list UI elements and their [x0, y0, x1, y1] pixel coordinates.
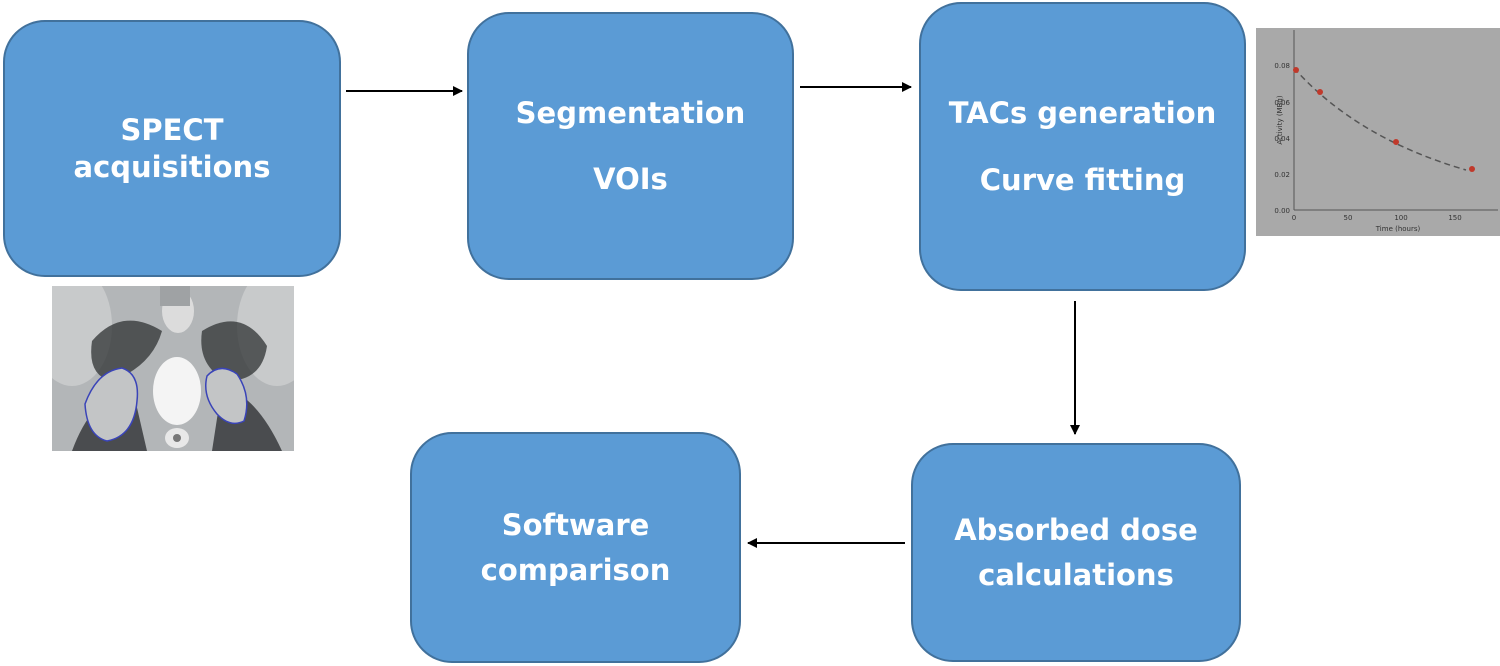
activity-curve-plot: 0.00 0.02 0.04 0.06 0.08 0 50 100 150 Ti…	[1256, 28, 1500, 236]
box-segmentation-line2: VOIs	[593, 162, 668, 196]
box-dose-line2: calculations	[978, 557, 1174, 592]
data-point	[1293, 67, 1299, 73]
x-tick-1: 50	[1344, 214, 1353, 222]
fitted-curve	[1293, 67, 1467, 171]
data-point	[1317, 89, 1323, 95]
y-tick-4: 0.08	[1274, 62, 1290, 70]
box-absorbed-dose: Absorbed dose calculations	[911, 443, 1241, 662]
data-point	[1393, 139, 1399, 145]
box-spect-line2: acquisitions	[73, 149, 271, 184]
box-tacs-line1: TACs generation	[948, 96, 1217, 131]
y-tick-3: 0.06	[1274, 99, 1290, 107]
x-tick-3: 150	[1448, 214, 1461, 222]
box-software-comparison: Software comparison	[410, 432, 741, 663]
data-point	[1469, 166, 1475, 172]
plot-ylabel: Activity (MBq)	[1276, 95, 1284, 144]
box-tacs-line2: Curve fitting	[979, 162, 1186, 197]
box-software-line2: comparison	[480, 552, 671, 587]
plot-xlabel: Time (hours)	[1375, 225, 1421, 233]
y-tick-1: 0.02	[1274, 171, 1290, 179]
x-tick-0: 0	[1292, 214, 1296, 222]
box-software-line1: Software	[501, 508, 650, 543]
box-segmentation: Segmentation VOIs	[467, 12, 794, 280]
x-tick-2: 100	[1394, 214, 1407, 222]
box-tacs-generation: TACs generation Curve fitting	[919, 2, 1246, 291]
box-spect-acquisitions: SPECT acquisitions	[3, 20, 341, 277]
box-spect-line1: SPECT	[120, 113, 224, 148]
ct-slice-image	[52, 286, 294, 451]
box-dose-line1: Absorbed dose	[954, 513, 1198, 548]
y-tick-2: 0.04	[1274, 135, 1290, 143]
y-tick-0: 0.00	[1274, 207, 1290, 215]
box-segmentation-line1: Segmentation	[515, 95, 746, 130]
